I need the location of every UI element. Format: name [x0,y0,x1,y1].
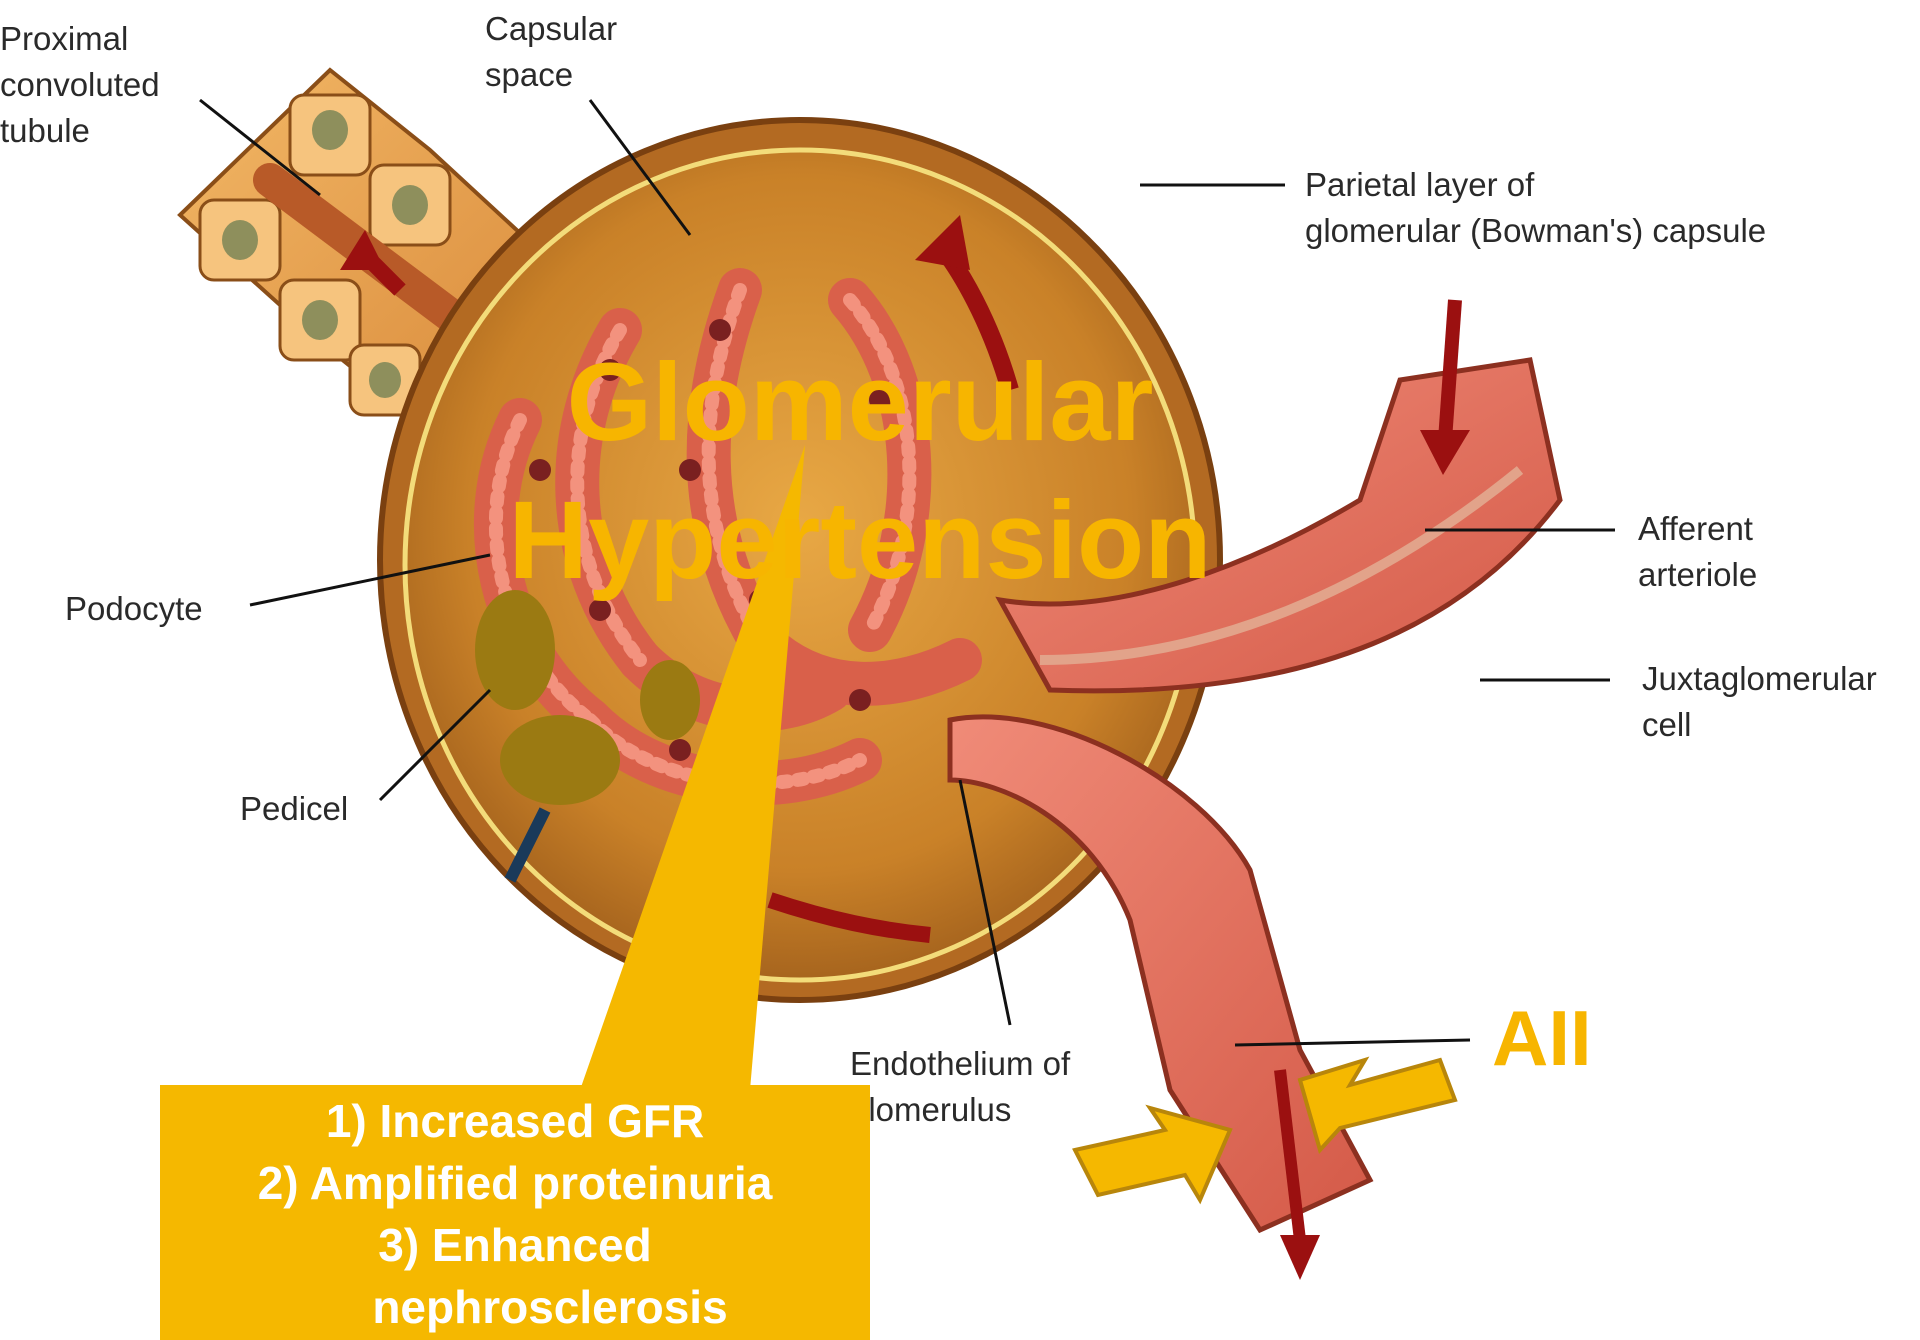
label-juxta-line2: cell [1642,706,1692,743]
callout-box: 1) Increased GFR 2) Amplified proteinuri… [160,1085,870,1340]
label-endothelium-line2: glomerulus [850,1091,1011,1128]
label-proximal-line2: convoluted [0,66,160,103]
label-podocyte: Podocyte [65,590,203,627]
overlay-title-line1: Glomerular [567,341,1154,464]
angiotensin-label: AII [1492,994,1592,1082]
label-parietal-line2: glomerular (Bowman's) capsule [1305,212,1766,249]
callout-item-3: 3) Enhanced [378,1219,652,1271]
label-capsular-line2: space [485,56,573,93]
label-proximal-line1: Proximal [0,20,128,57]
arrow-left [1075,1108,1230,1200]
label-proximal-line3: tubule [0,112,90,149]
label-afferent-line2: arteriole [1638,556,1757,593]
label-juxta-line1: Juxtaglomerular [1642,660,1877,697]
callout-item-2: 2) Amplified proteinuria [258,1157,773,1209]
label-endothelium-line1: Endothelium of [850,1045,1071,1082]
callout-item-1: 1) Increased GFR [326,1095,704,1147]
label-afferent-line1: Afferent [1638,510,1753,547]
label-parietal-line1: Parietal layer of [1305,166,1535,203]
callout-item-4: nephrosclerosis [372,1281,727,1333]
label-capsular-line1: Capsular [485,10,617,47]
arrow-right [1300,1060,1455,1150]
overlay-title-line2: Hypertension [509,479,1212,602]
label-pedicel: Pedicel [240,790,348,827]
